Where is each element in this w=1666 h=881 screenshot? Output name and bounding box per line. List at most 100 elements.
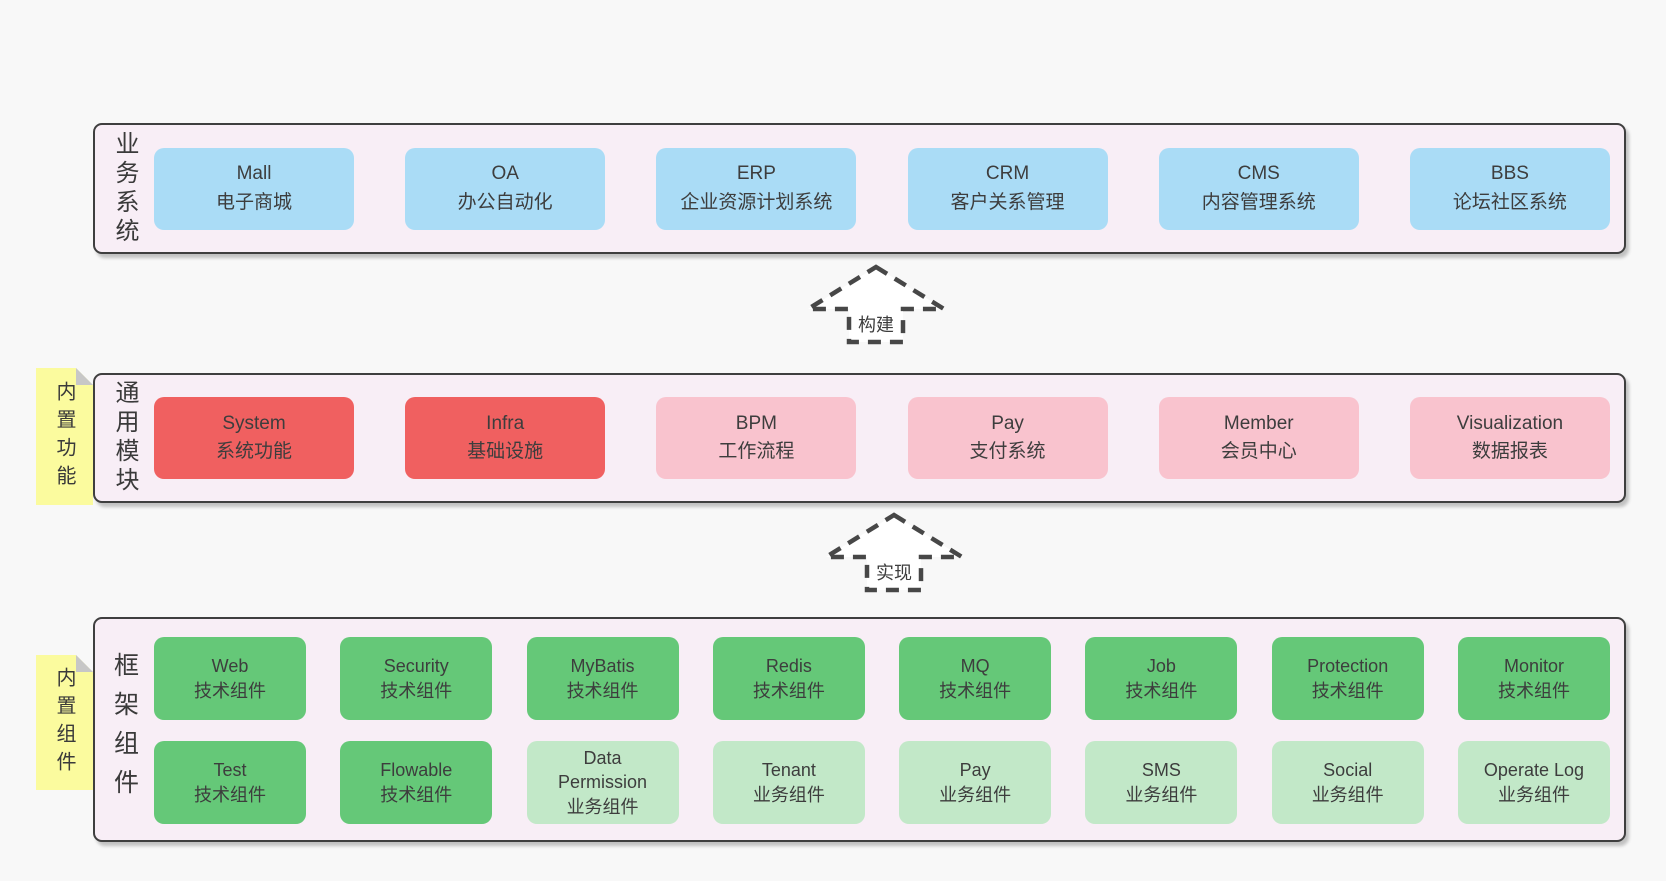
box-subtitle: 系统功能 (215, 441, 292, 462)
box-subtitle: 论坛社区系统 (1452, 191, 1567, 213)
box-mybatis: MyBatis 技术组件 (526, 637, 679, 720)
modules-boxes-row: System 系统功能 Infra 基础设施 BPM 工作流程 Pay 支付系统… (154, 375, 1624, 501)
box-subtitle: 业务组件 (939, 784, 1012, 805)
box-title: Pay (991, 412, 1024, 434)
box-title: Data Permission (558, 748, 648, 793)
box-title: Social (1323, 760, 1373, 781)
arrow-implement-label: 实现 (872, 558, 916, 586)
box-title: Operate Log (1483, 760, 1584, 781)
sticky-label: 内置功能 (53, 380, 75, 493)
box-subtitle: 技术组件 (752, 680, 825, 701)
box-crm: CRM 客户关系管理 (907, 147, 1108, 230)
box-title: System (222, 412, 286, 434)
box-social: Social 业务组件 (1271, 741, 1424, 824)
box-subtitle: 业务组件 (566, 796, 639, 817)
panel-common-modules: 通用模块 System 系统功能 Infra 基础设施 BPM 工作流程 Pay… (93, 373, 1626, 503)
box-subtitle: 基础设施 (467, 441, 544, 462)
box-mq: MQ 技术组件 (899, 637, 1052, 720)
box-title: Visualization (1456, 412, 1564, 434)
panel-label-common-modules: 通用模块 (111, 380, 138, 496)
box-subtitle: 业务组件 (1311, 784, 1384, 805)
box-title: Protection (1307, 656, 1389, 677)
box-erp: ERP 企业资源计划系统 (656, 147, 857, 230)
box-subtitle: 内容管理系统 (1201, 191, 1316, 213)
framework-boxes-grid: Web 技术组件 Security 技术组件 MyBatis 技术组件 Redi… (154, 619, 1624, 840)
box-subtitle: 技术组件 (566, 680, 639, 701)
box-title: Member (1223, 412, 1294, 434)
box-visualization: Visualization 数据报表 (1409, 397, 1610, 479)
box-system: System 系统功能 (154, 397, 354, 479)
up-arrow-icon (800, 264, 952, 345)
box-subtitle: 电子商城 (215, 191, 292, 213)
box-operate-log: Operate Log 业务组件 (1457, 741, 1610, 824)
box-title: Job (1146, 656, 1176, 677)
box-title: Security (383, 656, 449, 677)
sticky-note-builtin-components: 内置组件 (36, 655, 93, 790)
panel-label-business-systems: 业务系统 (111, 130, 138, 247)
box-bbs: BBS 论坛社区系统 (1409, 147, 1610, 230)
box-title: Tenant (761, 760, 816, 781)
sticky-label: 内置组件 (53, 666, 75, 779)
box-monitor: Monitor 技术组件 (1457, 637, 1610, 720)
box-infra: Infra 基础设施 (405, 397, 606, 479)
box-subtitle: 工作流程 (718, 441, 795, 462)
box-title: Mall (236, 163, 272, 184)
framework-row-2: Test 技术组件 Flowable 技术组件 Data Permission … (154, 741, 1610, 824)
box-data-permission: Data Permission 业务组件 (526, 741, 679, 824)
box-title: Pay (959, 760, 991, 781)
box-flowable: Flowable 技术组件 (340, 741, 493, 824)
box-subtitle: 技术组件 (380, 784, 453, 805)
box-subtitle: 业务组件 (752, 784, 825, 805)
box-title: Redis (765, 656, 812, 677)
box-subtitle: 会员中心 (1220, 441, 1297, 462)
box-tenant: Tenant 业务组件 (712, 741, 865, 824)
box-subtitle: 企业资源计划系统 (680, 191, 833, 213)
box-title: MyBatis (570, 656, 635, 677)
box-title: OA (491, 163, 519, 184)
box-subtitle: 技术组件 (1125, 680, 1198, 701)
box-subtitle: 数据报表 (1471, 441, 1548, 462)
up-arrow-icon (818, 512, 970, 593)
box-subtitle: 技术组件 (194, 784, 266, 805)
box-pay-biz: Pay 业务组件 (899, 741, 1052, 824)
panel-business-systems: 业务系统 Mall 电子商城 OA 办公自动化 ERP 企业资源计划系统 CRM… (93, 123, 1626, 254)
box-member: Member 会员中心 (1158, 397, 1359, 479)
box-cms: CMS 内容管理系统 (1158, 147, 1359, 230)
box-title: BPM (735, 412, 777, 434)
box-title: SMS (1141, 760, 1181, 781)
business-boxes-row: Mall 电子商城 OA 办公自动化 ERP 企业资源计划系统 CRM 客户关系… (154, 125, 1624, 252)
box-title: Test (213, 760, 247, 781)
box-sms: SMS 业务组件 (1085, 741, 1238, 824)
box-subtitle: 技术组件 (939, 680, 1012, 701)
box-title: Web (211, 656, 249, 677)
box-subtitle: 客户关系管理 (950, 191, 1065, 213)
box-test: Test 技术组件 (154, 741, 306, 824)
box-title: Infra (486, 412, 525, 434)
box-pay: Pay 支付系统 (907, 397, 1108, 479)
box-protection: Protection 技术组件 (1271, 637, 1424, 720)
box-subtitle: 支付系统 (969, 441, 1046, 462)
box-subtitle: 技术组件 (380, 680, 453, 701)
box-web: Web 技术组件 (154, 637, 306, 720)
box-title: BBS (1490, 163, 1529, 184)
box-bpm: BPM 工作流程 (656, 397, 857, 479)
box-mall: Mall 电子商城 (154, 147, 354, 230)
box-title: MQ (960, 656, 990, 677)
arrow-implement: 实现 (818, 512, 970, 593)
sticky-note-builtin-features: 内置功能 (36, 368, 93, 505)
panel-label-framework-components: 框架组件 (110, 651, 139, 808)
panel-framework-components: 框架组件 Web 技术组件 Security 技术组件 MyBatis 技术组件… (93, 617, 1626, 842)
box-subtitle: 技术组件 (1311, 680, 1384, 701)
arrow-build-label: 构建 (854, 310, 898, 338)
box-title: CMS (1237, 163, 1280, 184)
box-oa: OA 办公自动化 (405, 147, 606, 230)
box-job: Job 技术组件 (1085, 637, 1238, 720)
arrow-build: 构建 (800, 264, 952, 345)
box-subtitle: 技术组件 (1497, 680, 1570, 701)
framework-row-1: Web 技术组件 Security 技术组件 MyBatis 技术组件 Redi… (154, 637, 1610, 720)
box-redis: Redis 技术组件 (712, 637, 865, 720)
box-subtitle: 技术组件 (194, 680, 266, 701)
box-subtitle: 办公自动化 (457, 191, 553, 213)
box-title: ERP (736, 163, 776, 184)
